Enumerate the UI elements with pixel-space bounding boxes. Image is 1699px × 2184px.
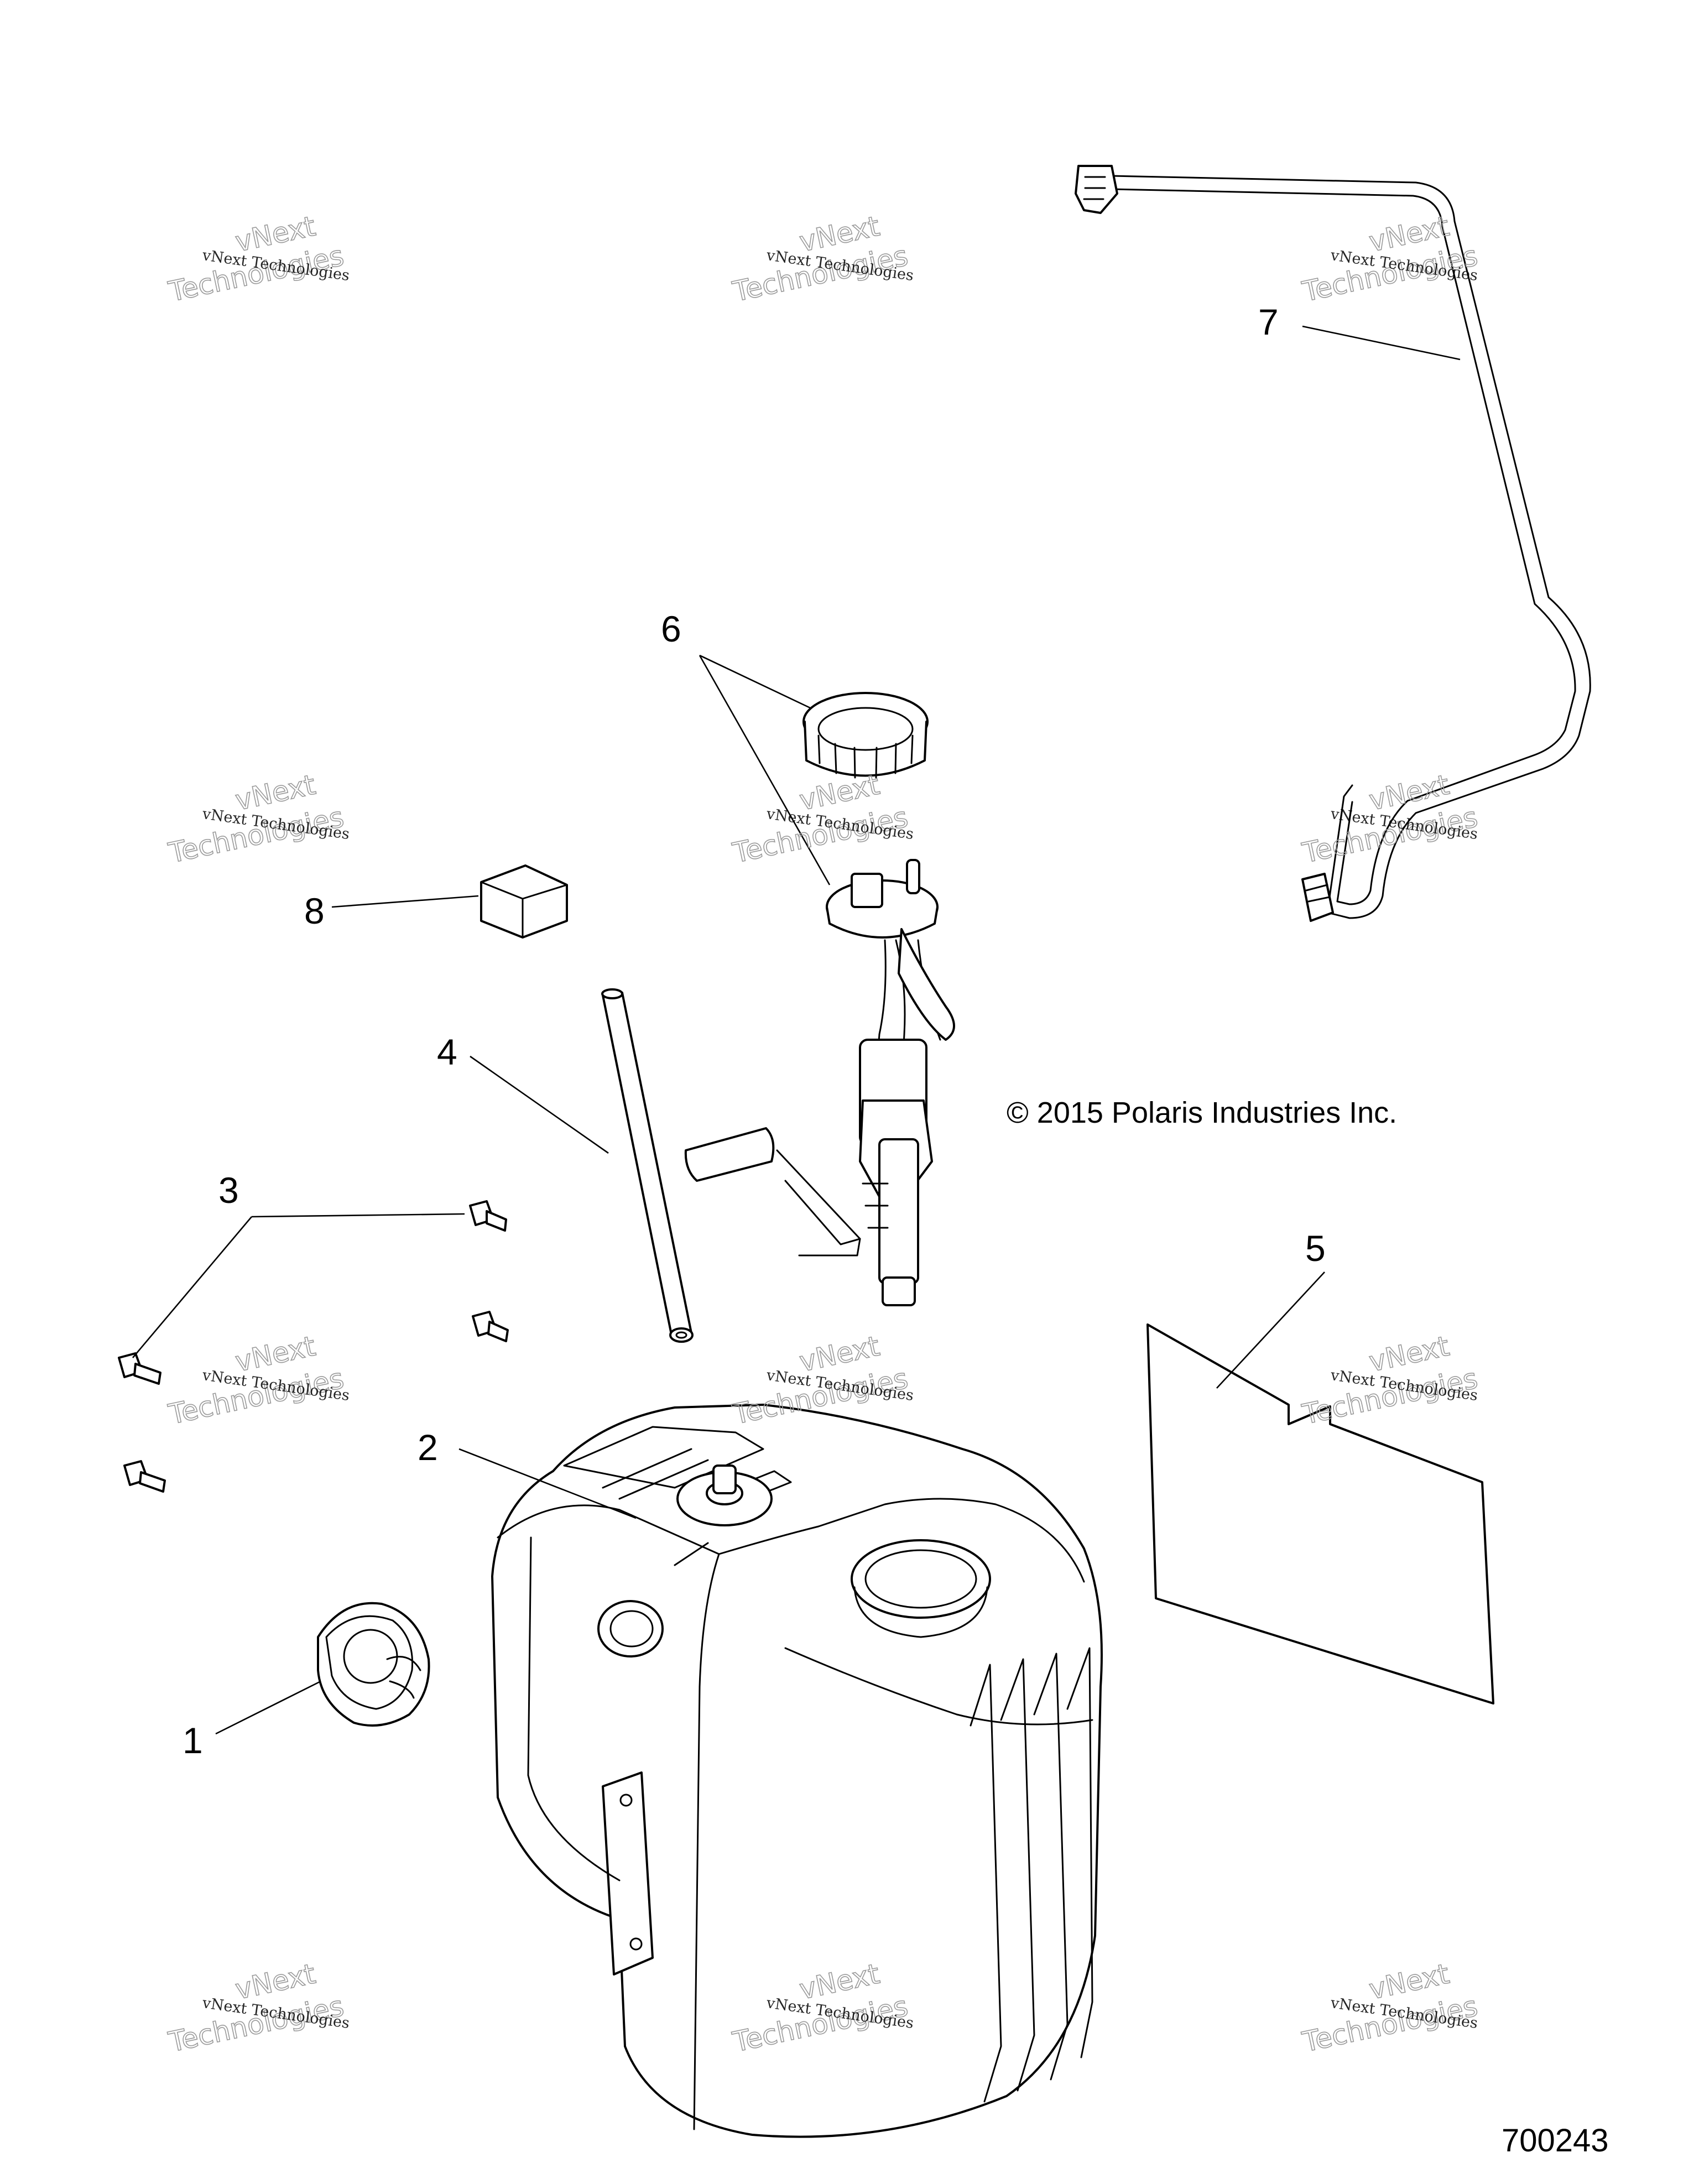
leader-line-7 — [1302, 325, 1461, 361]
fuel-cap-icon — [317, 1602, 430, 1727]
copyright-notice: © 2015 Polaris Industries Inc. — [1007, 1096, 1397, 1129]
callout-2: 2 — [418, 1427, 438, 1468]
callout-3: 3 — [218, 1170, 239, 1211]
watermark-10: vNext Technologies vNext Technologies — [165, 1957, 351, 2059]
watermark-2: vNext Technologies vNext Technologies — [729, 210, 915, 309]
diagram-number: 700243 — [1502, 2123, 1609, 2159]
callout-1: 1 — [183, 1720, 203, 1761]
leader-line-3a — [251, 1213, 465, 1218]
heat-shield-sheet-icon — [1146, 1323, 1494, 1705]
watermark-9: vNext Technologies vNext Technologies — [1299, 1330, 1481, 1431]
callout-numbers: 1 2 3 4 5 6 7 8 — [183, 301, 1326, 1761]
watermark-5: vNext Technologies vNext Technologies — [729, 768, 915, 870]
leader-line-2 — [458, 1448, 637, 1519]
bolt-icon — [118, 1200, 509, 1493]
callout-4: 4 — [437, 1031, 457, 1072]
fuel-tank-icon — [491, 1404, 1103, 2138]
leader-line-1 — [215, 1680, 321, 1735]
fuel-line-icon — [1075, 165, 1591, 922]
watermark-12: vNext Technologies vNext Technologies — [1299, 1957, 1481, 2059]
callout-8: 8 — [304, 890, 325, 931]
leader-lines — [132, 325, 1461, 1735]
fuel-pump-assembly-icon — [684, 692, 955, 1306]
leader-line-3b — [132, 1216, 252, 1358]
callout-7: 7 — [1258, 301, 1279, 342]
foam-block-icon — [480, 864, 568, 939]
watermark-4: vNext Technologies vNext Technologies — [165, 768, 351, 870]
watermark-3: vNext Technologies vNext Technologies — [1299, 210, 1481, 309]
leader-line-8 — [331, 895, 479, 908]
leader-line-6a — [699, 654, 811, 709]
leader-line-4 — [470, 1055, 609, 1154]
watermark-1: vNext Technologies vNext Technologies — [165, 210, 351, 309]
watermark-7: vNext Technologies vNext Technologies — [165, 1330, 351, 1431]
callout-6: 6 — [661, 608, 681, 649]
hose-icon — [601, 988, 694, 1343]
callout-5: 5 — [1305, 1228, 1326, 1269]
leader-line-6b — [699, 655, 831, 885]
leader-line-5 — [1216, 1271, 1325, 1389]
